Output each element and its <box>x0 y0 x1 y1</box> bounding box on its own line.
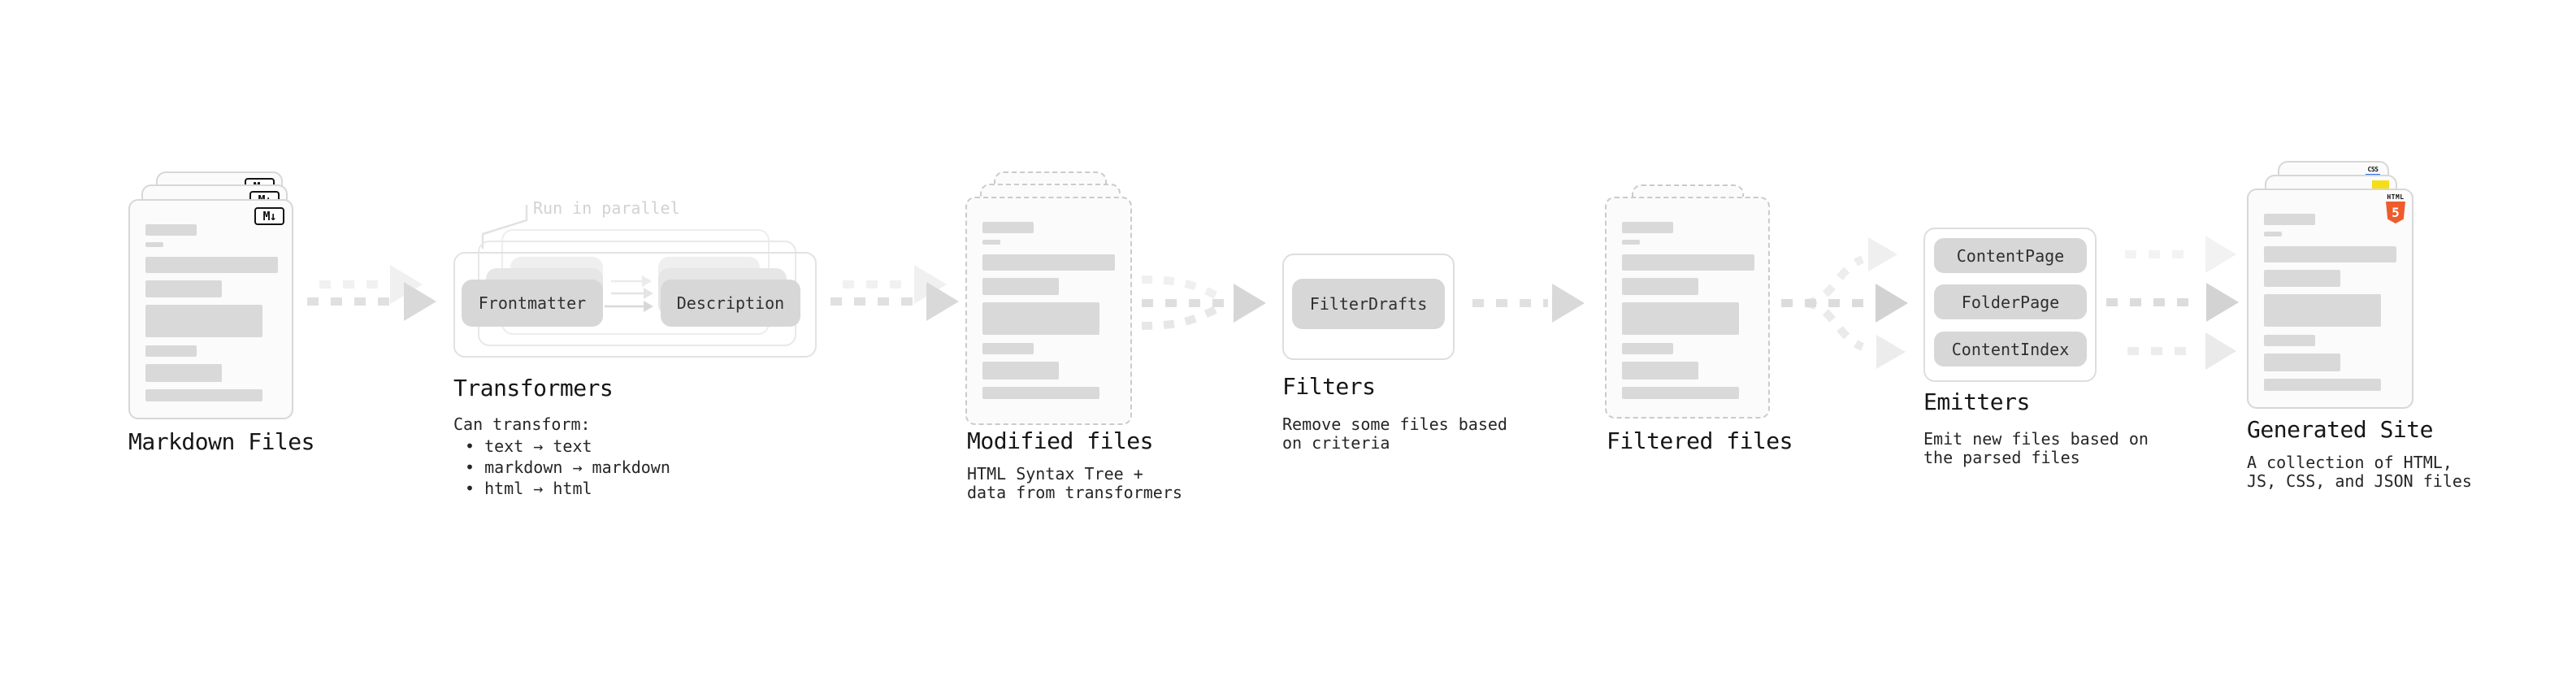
placeholder-bar <box>982 254 1115 271</box>
markdown-icon: M↓ <box>254 207 284 225</box>
folderpage-pill: FolderPage <box>1934 284 2087 319</box>
modified-file-card-front <box>965 197 1132 425</box>
html5-icon-digit: 5 <box>2392 204 2400 220</box>
placeholder-bar <box>1622 387 1739 399</box>
filtered-file-card-front <box>1605 197 1770 419</box>
placeholder-bar <box>982 240 1000 245</box>
placeholder-bar <box>2264 335 2315 346</box>
arrow-filtered-to-emitters-fanout <box>1781 237 1908 369</box>
placeholder-bar <box>145 224 197 236</box>
arrow-modified-to-filters-merge <box>1141 275 1266 330</box>
modified-files-description: HTML Syntax Tree + data from transformer… <box>967 465 1182 502</box>
transform-bullet: html → html <box>465 478 670 499</box>
arrow-filters-to-filtered <box>1472 284 1585 323</box>
doc-content-placeholder <box>145 224 278 401</box>
placeholder-bar <box>982 222 1034 233</box>
can-transform-title: Can transform: <box>453 414 591 434</box>
transformers-label: Transformers <box>453 375 614 401</box>
emitters-box <box>1923 228 2097 382</box>
placeholder-bar <box>1622 240 1640 245</box>
placeholder-bar <box>982 278 1059 295</box>
desc-line: HTML Syntax Tree + <box>967 464 1143 484</box>
contentindex-pill: ContentIndex <box>1934 332 2087 367</box>
emitters-label: Emitters <box>1923 388 2030 415</box>
placeholder-bar <box>145 242 163 247</box>
placeholder-bar <box>1622 254 1754 271</box>
transformer-parallel-arrows <box>605 275 653 312</box>
placeholder-bar <box>1622 302 1739 335</box>
placeholder-bar <box>2264 379 2381 391</box>
generated-site-label: Generated Site <box>2247 416 2434 443</box>
css-icon-label: CSS <box>2367 166 2379 173</box>
transform-bullet: text → text <box>465 436 670 457</box>
html5-icon-label: HTML <box>2387 193 2405 201</box>
placeholder-bar <box>982 343 1034 354</box>
placeholder-bar <box>1622 362 1698 380</box>
arrow-transformers-to-modified <box>830 265 959 321</box>
generated-site-description: A collection of HTML, JS, CSS, and JSON … <box>2247 453 2472 491</box>
placeholder-bar <box>145 389 262 401</box>
placeholder-bar <box>145 345 197 357</box>
doc-content-placeholder <box>982 222 1115 399</box>
placeholder-bar <box>1622 222 1673 233</box>
doc-content-placeholder <box>1622 222 1754 399</box>
modified-files-label: Modified files <box>967 427 1154 454</box>
arrow-emitters-to-generated <box>2106 236 2239 370</box>
markdown-file-card-front: M↓ <box>128 199 293 419</box>
frontmatter-pill: Frontmatter <box>462 280 603 327</box>
placeholder-bar <box>982 302 1099 335</box>
desc-line: JS, CSS, and JSON files <box>2247 471 2472 491</box>
markdown-files-label: Markdown Files <box>128 428 315 455</box>
html5-icon: HTML 5 <box>2385 193 2406 223</box>
emitters-description: Emit new files based on the parsed files <box>1923 430 2149 467</box>
filters-description: Remove some files based on criteria <box>1282 415 1507 453</box>
placeholder-bar <box>1622 343 1673 354</box>
desc-line: Emit new files based on <box>1923 429 2149 449</box>
description-pill: Description <box>661 280 800 327</box>
generated-html-card: HTML 5 <box>2247 189 2413 409</box>
transform-bullet: markdown → markdown <box>465 457 670 478</box>
placeholder-bar <box>2264 214 2315 225</box>
placeholder-bar <box>982 387 1099 399</box>
run-in-parallel-note: Run in parallel <box>533 198 680 218</box>
placeholder-bar <box>145 364 222 382</box>
filters-box <box>1282 254 1455 360</box>
placeholder-bar <box>2264 354 2340 371</box>
contentpage-pill: ContentPage <box>1934 238 2087 273</box>
placeholder-bar <box>1622 278 1698 295</box>
desc-line: the parsed files <box>1923 448 2080 467</box>
filterdrafts-pill: FilterDrafts <box>1292 279 1445 329</box>
html5-icon-shield: 5 <box>2386 202 2405 223</box>
placeholder-bar <box>145 280 222 297</box>
placeholder-bar <box>145 305 262 337</box>
desc-line: data from transformers <box>967 483 1182 502</box>
desc-line: A collection of HTML, <box>2247 453 2452 472</box>
placeholder-bar <box>2264 270 2340 287</box>
filtered-files-label: Filtered files <box>1607 427 1793 454</box>
placeholder-bar <box>145 257 278 273</box>
desc-line: Remove some files based <box>1282 414 1507 434</box>
placeholder-bar <box>2264 294 2381 327</box>
js-icon <box>2372 180 2389 189</box>
transformer-box-front <box>453 252 817 358</box>
transformers-description: Can transform: text → text markdown → ma… <box>453 414 670 499</box>
desc-line: on criteria <box>1282 433 1390 453</box>
placeholder-bar <box>982 362 1059 380</box>
placeholder-bar <box>2264 232 2282 236</box>
filters-label: Filters <box>1282 373 1376 400</box>
placeholder-bar <box>2264 246 2396 262</box>
doc-content-placeholder <box>2264 214 2396 391</box>
arrow-markdown-to-transformers <box>307 265 436 321</box>
